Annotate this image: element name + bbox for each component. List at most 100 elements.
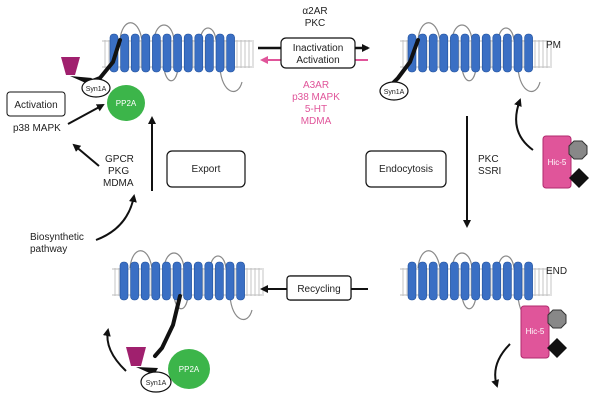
- gpcr-label-2: PKG: [108, 166, 129, 177]
- helix-6: [460, 33, 470, 73]
- helix-5: [450, 261, 459, 301]
- pp2a-label: PP2A: [116, 99, 137, 108]
- activation-box: [6, 91, 66, 117]
- helix-11: [513, 261, 523, 301]
- magenta-trapezoid-icon: [61, 57, 80, 75]
- helix-10: [215, 261, 224, 301]
- gpcr-label-3: MDMA: [103, 178, 134, 189]
- helix-4: [439, 261, 449, 301]
- biosynthetic-label-1: Biosynthetic: [30, 232, 84, 243]
- recycling-label: Recycling: [297, 284, 340, 295]
- magenta-trapezoid-icon: [126, 347, 146, 366]
- helix-3: [428, 33, 438, 73]
- helix-3: [428, 261, 438, 301]
- helix-11: [215, 33, 225, 73]
- helix-4: [439, 33, 449, 73]
- syn1a-label: Syn1A: [384, 89, 405, 96]
- pink-label-1: A3AR: [303, 80, 329, 91]
- pp2a-circle: [107, 85, 145, 121]
- helix-9: [194, 33, 204, 73]
- helix-7: [183, 261, 192, 301]
- helix-2: [418, 261, 427, 301]
- helix-9: [204, 261, 214, 301]
- helix-4: [151, 261, 161, 301]
- top-left-complex: Syn1A PP2A: [61, 38, 145, 121]
- n-terminus-tail: [390, 38, 420, 86]
- pink-label-3: 5-HT: [305, 104, 327, 115]
- helix-11: [225, 261, 235, 301]
- bottom-left-complex: Syn1A PP2A: [126, 294, 210, 393]
- end-label: END: [546, 266, 567, 277]
- activation-text: Activation: [296, 55, 339, 66]
- p38-label: p38 MAPK: [13, 123, 61, 134]
- helix-5: [152, 33, 161, 73]
- biosynthetic-arrow: [95, 194, 137, 241]
- helix-12: [524, 33, 533, 73]
- helix-7: [471, 33, 480, 73]
- helix-11: [513, 33, 523, 73]
- hic5-box: [520, 305, 550, 359]
- helix-8: [481, 261, 491, 301]
- helix-8: [183, 33, 193, 73]
- syn1a-oval: [140, 371, 172, 393]
- hic5-label: Hic-5: [526, 327, 545, 336]
- transmembrane-helices: [119, 261, 245, 301]
- helix-2: [120, 33, 129, 73]
- membrane-transporter-bottom-left: [112, 250, 264, 321]
- helix-2: [130, 261, 139, 301]
- pp2a-circle: [168, 349, 210, 389]
- syn1a-label: Syn1A: [86, 86, 107, 93]
- helix-10: [205, 33, 214, 73]
- pink-label-2: p38 MAPK: [292, 92, 340, 103]
- helix-9: [492, 261, 502, 301]
- helix-2: [418, 33, 427, 73]
- syn1a-label: Syn1A: [146, 380, 167, 387]
- transmembrane-helices: [407, 33, 533, 73]
- hic5-upper-arrow: [514, 98, 534, 151]
- recycling-to-complex-arrow: [102, 328, 127, 372]
- gpcr-to-p38-arrow: [72, 143, 100, 167]
- export-label: Export: [192, 164, 221, 175]
- hic5-complex-upper: Hic-5: [542, 135, 589, 189]
- inactivation-text: Inactivation: [293, 43, 344, 54]
- top-right-complex: Syn1A: [379, 38, 420, 101]
- helix-7: [471, 261, 480, 301]
- pp2a-label: PP2A: [179, 365, 200, 374]
- endocytosis-label: Endocytosis: [379, 164, 433, 175]
- diamond-icon: [569, 168, 589, 188]
- helix-6: [460, 261, 470, 301]
- helix-7: [173, 33, 182, 73]
- membrane-transporter-bottom-right: [400, 250, 552, 321]
- right-label-pkc: PKC: [478, 154, 499, 165]
- helix-6: [162, 33, 172, 73]
- gpcr-label-1: GPCR: [105, 154, 134, 165]
- recycling-box-front: [286, 275, 352, 301]
- helix-8: [481, 33, 491, 73]
- right-label-ssri: SSRI: [478, 166, 501, 177]
- transmembrane-helices: [109, 33, 235, 73]
- inactivation-activation-box: [280, 37, 356, 69]
- helix-3: [130, 33, 140, 73]
- octagon-icon: [568, 140, 588, 160]
- transmembrane-helices: [407, 261, 533, 301]
- membrane-transporter-top-right: [400, 22, 552, 93]
- helix-1: [407, 261, 417, 301]
- export-box: [166, 150, 246, 188]
- membrane-transporter-top-left: [102, 22, 254, 93]
- helix-10: [503, 33, 512, 73]
- hic5-lower-arrow: [491, 343, 511, 388]
- helix-5: [450, 33, 459, 73]
- syn1a-oval: [379, 81, 409, 101]
- helix-5: [162, 261, 171, 301]
- biosynthetic-label-2: pathway: [30, 244, 67, 255]
- helix-4: [141, 33, 151, 73]
- endocytosis-box: [365, 150, 447, 188]
- helix-10: [503, 261, 512, 301]
- hic5-complex-lower: Hic-5: [520, 305, 567, 359]
- pink-label-4: MDMA: [301, 116, 332, 127]
- n-terminus-tail: [153, 294, 182, 358]
- upper-label-2: PKC: [305, 18, 326, 29]
- helix-12: [524, 261, 533, 301]
- hic5-box: [542, 135, 572, 189]
